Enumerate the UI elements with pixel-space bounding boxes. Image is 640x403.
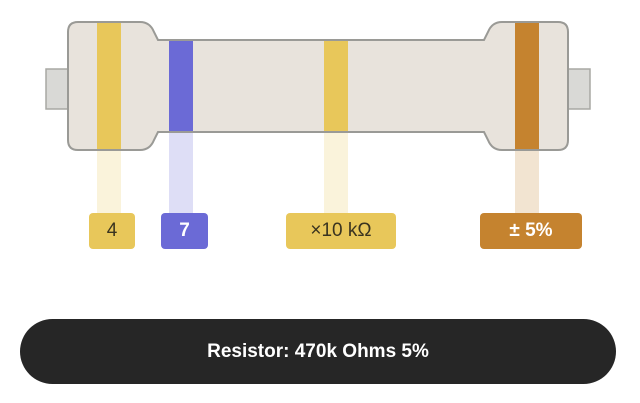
left-lead xyxy=(45,68,69,110)
right-lead xyxy=(567,68,591,110)
band-1[interactable] xyxy=(97,23,121,149)
band-3[interactable] xyxy=(324,41,348,131)
band-connectors xyxy=(97,132,539,213)
band-1-connector xyxy=(97,150,121,213)
band-2[interactable] xyxy=(169,41,193,131)
resistor-result: Resistor: 470k Ohms 5% xyxy=(20,319,616,384)
band-4-label[interactable]: ± 5% xyxy=(480,213,582,249)
resistor-diagram xyxy=(45,21,591,213)
band-4-connector xyxy=(515,150,539,213)
band-2-connector xyxy=(169,132,193,213)
band-3-connector xyxy=(324,132,348,213)
band-2-label[interactable]: 7 xyxy=(161,213,208,249)
band-1-label[interactable]: 4 xyxy=(89,213,135,249)
resistor-body xyxy=(67,21,569,151)
color-bands xyxy=(97,23,539,149)
band-4[interactable] xyxy=(515,23,539,149)
band-3-label[interactable]: ×10 kΩ xyxy=(286,213,396,249)
